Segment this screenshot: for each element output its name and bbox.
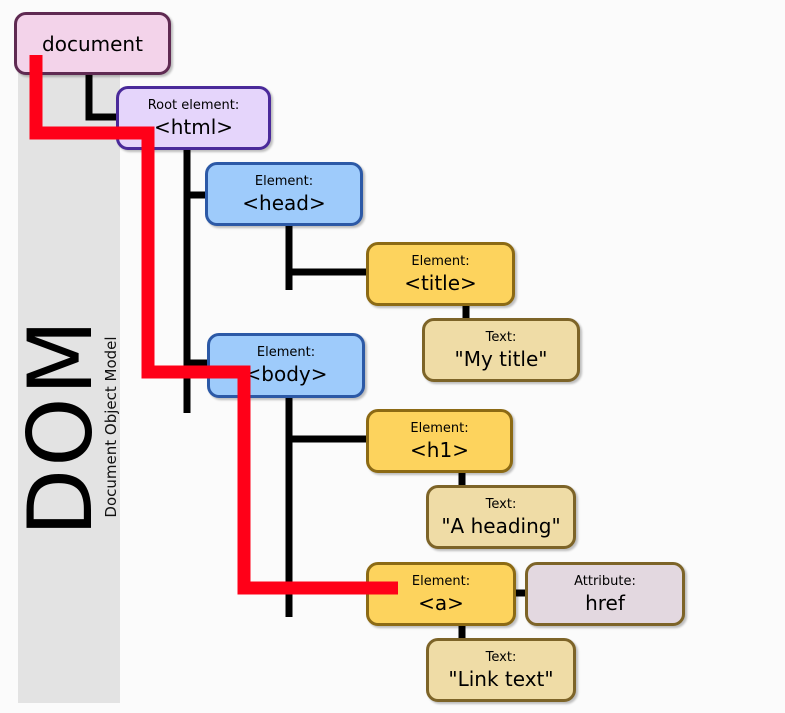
node-body-value: <body>	[244, 362, 328, 386]
node-a-text: Text: "Link text"	[426, 638, 576, 702]
node-href-caption: Attribute:	[574, 573, 636, 589]
node-html-caption: Root element:	[147, 97, 240, 113]
node-href-value: href	[585, 590, 625, 615]
node-h1: Element: <h1>	[366, 409, 513, 473]
connector-head-title	[285, 225, 367, 290]
node-title-text-value: "My title"	[454, 346, 548, 371]
node-html: Root element: <html>	[116, 86, 271, 150]
node-title-text-caption: Text:	[485, 329, 517, 345]
node-title-caption: Element:	[411, 253, 470, 269]
node-head-value: <head>	[242, 190, 326, 215]
node-h1-text-value: "A heading"	[441, 513, 561, 538]
node-body-caption: Element:	[256, 345, 316, 360]
node-title-value: <title>	[404, 270, 477, 295]
node-a-value: <a>	[418, 590, 464, 615]
node-a-caption: Element:	[411, 573, 471, 589]
node-head: Element: <head>	[205, 162, 363, 226]
node-title-text: Text: "My title"	[422, 318, 580, 382]
node-body: Element: <body>	[207, 333, 365, 398]
node-h1-caption: Element:	[410, 420, 469, 436]
connector-document-html	[85, 72, 118, 121]
node-html-value: <html>	[153, 114, 234, 139]
node-a-text-value: "Link text"	[448, 666, 554, 691]
node-attribute-href: Attribute: href	[525, 562, 685, 626]
node-document-value: document	[42, 31, 143, 56]
node-title: Element: <title>	[366, 242, 515, 306]
node-h1-text-caption: Text:	[485, 496, 517, 512]
node-head-caption: Element:	[254, 173, 314, 189]
node-a-text-caption: Text:	[485, 649, 517, 665]
node-document: document	[14, 12, 171, 75]
node-a: Element: <a>	[366, 562, 516, 626]
node-h1-value: <h1>	[410, 437, 469, 462]
node-h1-text: Text: "A heading"	[426, 485, 576, 549]
